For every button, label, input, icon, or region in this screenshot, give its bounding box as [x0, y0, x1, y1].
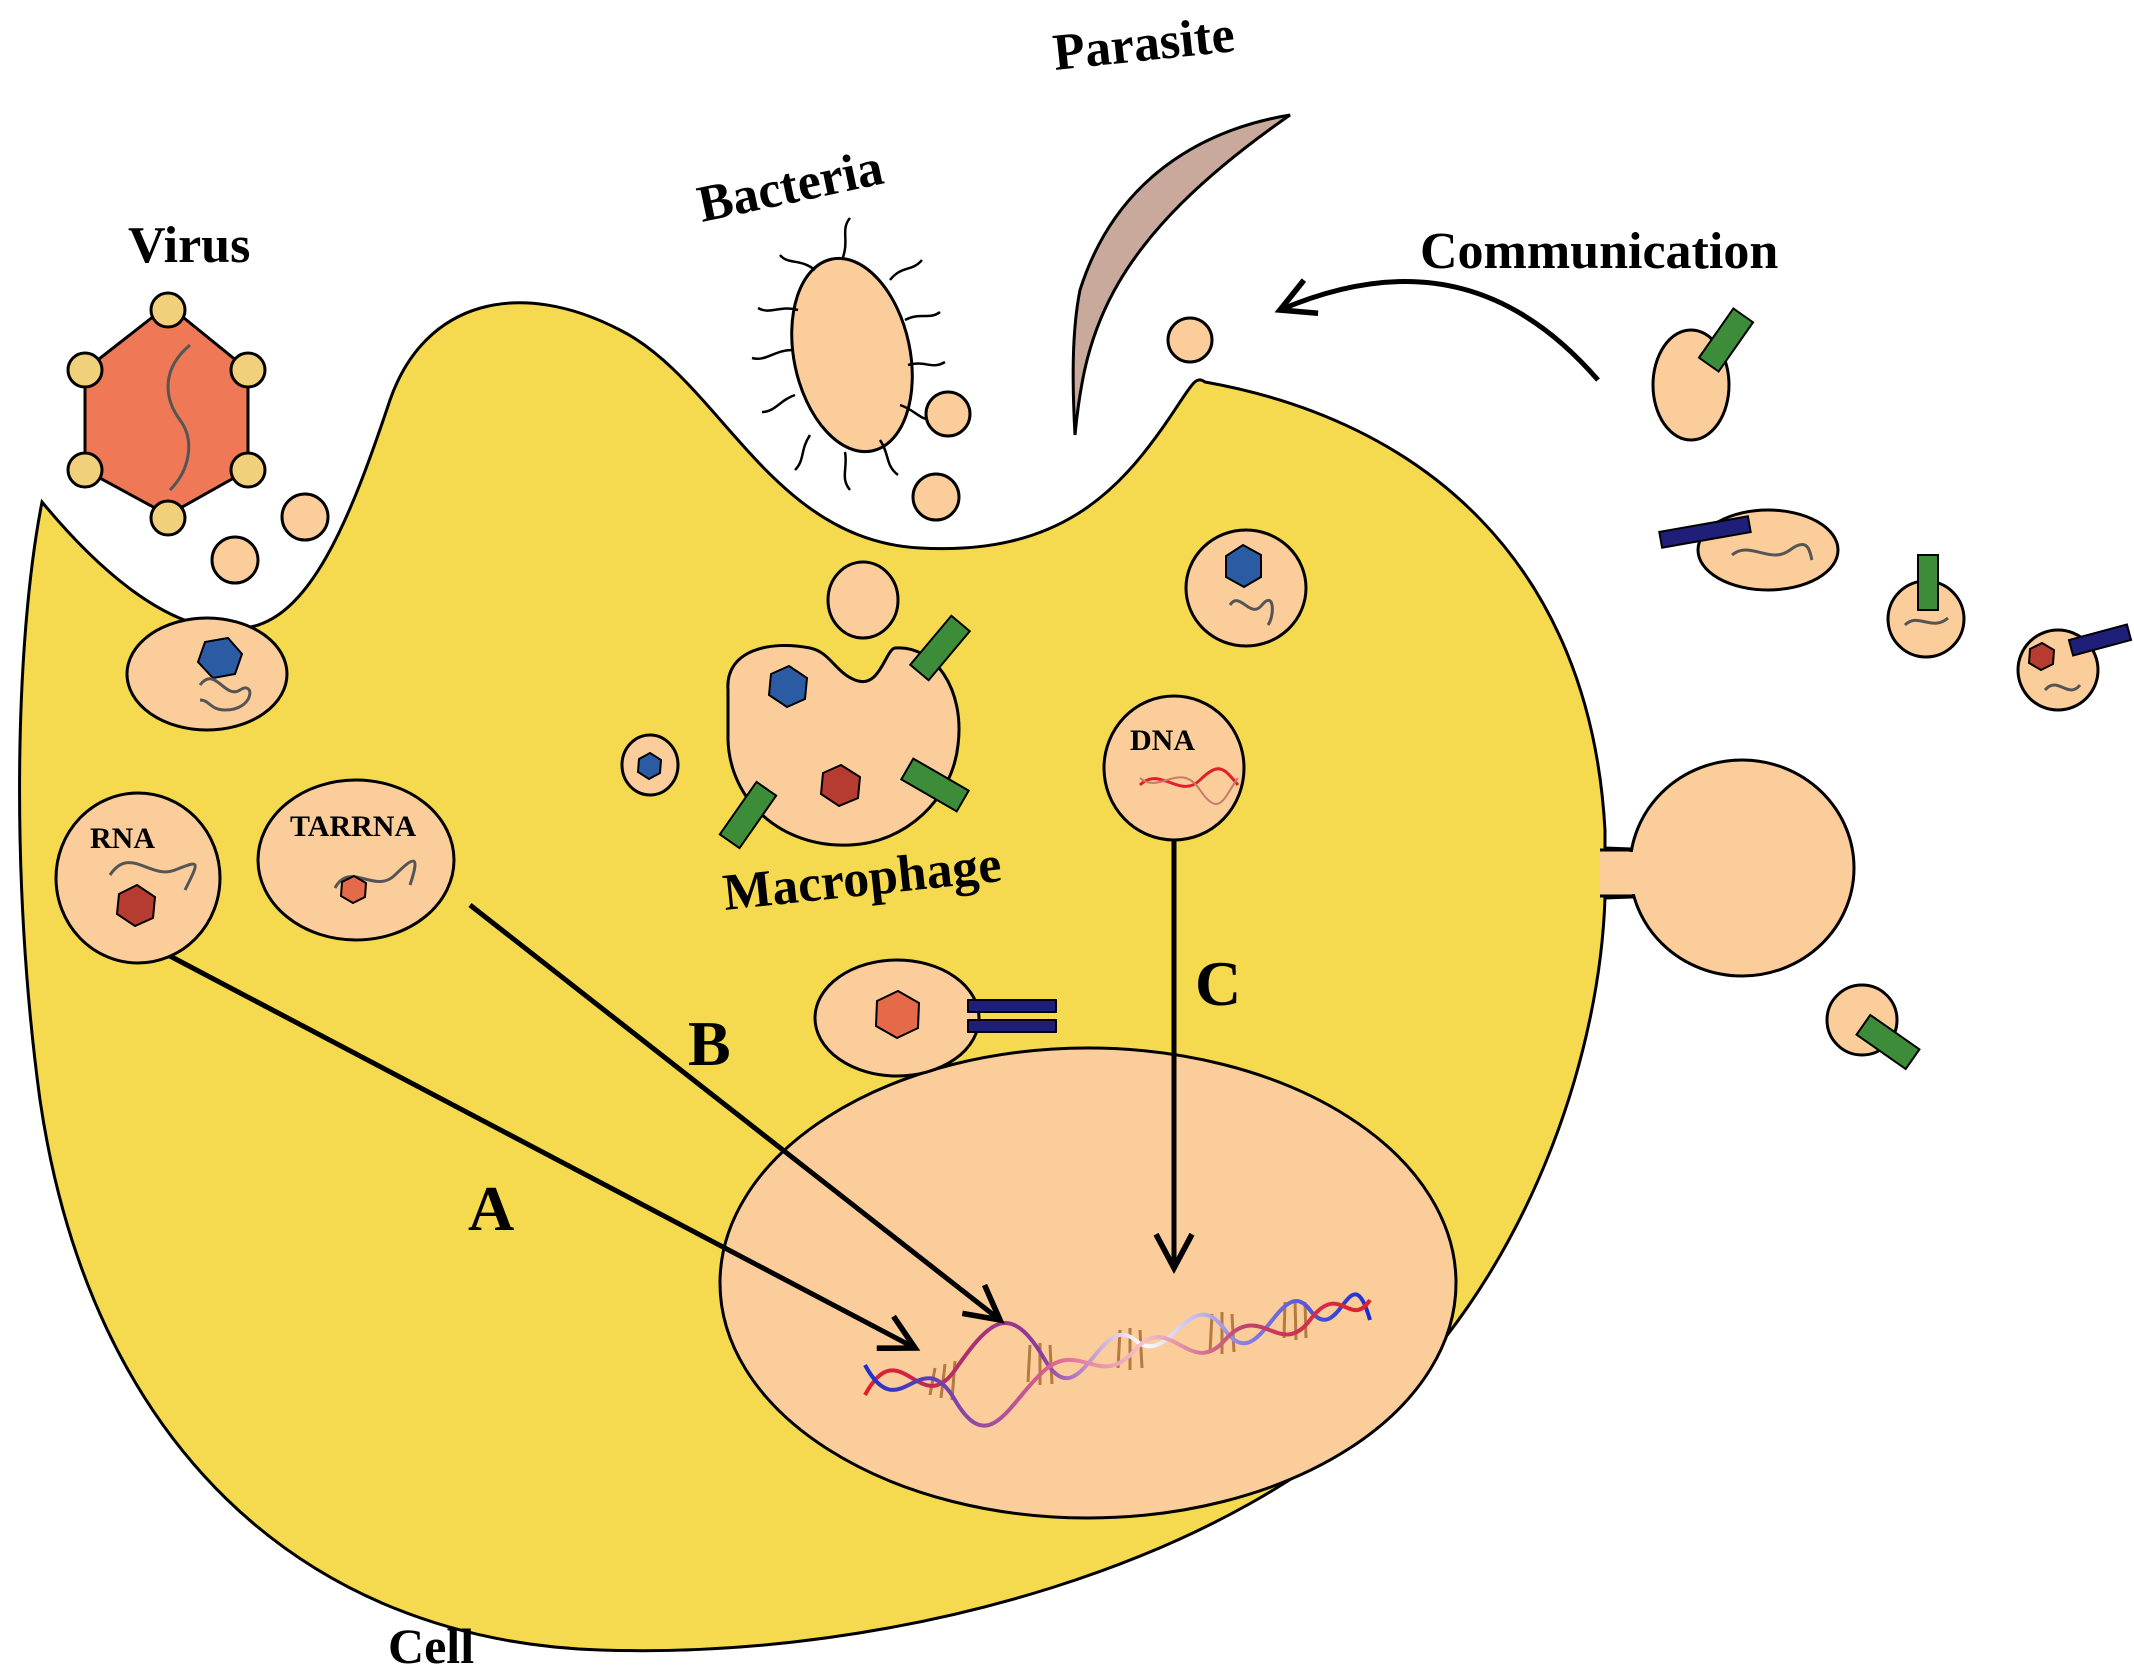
extracellular-vesicle: [924, 390, 972, 438]
exosome-red-navy: [2016, 623, 2133, 712]
bacteria-label: Bacteria: [693, 139, 888, 234]
nucleus: [718, 1046, 1458, 1520]
virus-node-icon: [66, 451, 104, 489]
small-vesicle: [620, 733, 680, 797]
parasite: [1071, 113, 1291, 436]
virus-node-icon: [229, 351, 267, 389]
extracellular-vesicle: [280, 492, 330, 542]
virus-node-icon: [149, 499, 187, 537]
label-path-c: C: [1195, 948, 1241, 1019]
extracellular-vesicle: [210, 535, 260, 585]
engulfed-particle: [826, 560, 900, 640]
arrow-b: [468, 903, 1005, 1324]
communication-label: Communication: [1420, 223, 1778, 280]
vesicle-antigen: [813, 958, 1057, 1078]
dna-helix: [863, 1292, 1372, 1428]
vesicle-blue-upper-right: [1184, 528, 1308, 648]
label-path-a: A: [468, 1173, 514, 1244]
navy-receptor-icon: [2067, 623, 2133, 657]
parasite-label: Parasite: [1050, 6, 1237, 82]
navy-receptor-icon: [967, 999, 1057, 1013]
exosome-green-receptor: [1651, 307, 1755, 442]
vesicle-virus-uptake: [125, 616, 289, 732]
exosome-navy-receptor: [1658, 508, 1840, 592]
macrophage: [718, 560, 972, 850]
tarrna-vesicle: TARRNA: [256, 778, 456, 942]
blue-hexagon-icon: [1225, 543, 1262, 589]
extracellular-vesicle: [1166, 316, 1214, 364]
dna-label: DNA: [1130, 724, 1195, 757]
cell-label: Cell: [388, 1618, 474, 1671]
red-hexagon-icon: [115, 883, 157, 928]
green-receptor-icon: [1917, 554, 1939, 611]
bacteria: [751, 217, 946, 491]
virus-label: Virus: [128, 217, 250, 274]
green-receptor-icon: [908, 614, 972, 682]
red-hexagon-icon: [2027, 641, 2056, 672]
rna-vesicle: RNA: [54, 791, 222, 965]
virus-node-icon: [66, 351, 104, 389]
virus-node-icon: [149, 291, 187, 329]
dna-vesicle: DNA: [1102, 694, 1246, 842]
green-receptor-icon: [1697, 307, 1755, 373]
arrow-a: [166, 952, 921, 1352]
communication-arrow: [1274, 278, 1600, 382]
extracellular-vesicle: [911, 472, 961, 522]
green-receptor-icon: [718, 780, 778, 850]
green-receptor-icon: [1855, 1013, 1921, 1071]
orange-hexagon-icon: [339, 874, 368, 905]
red-hexagon-icon: [819, 763, 862, 808]
exosome-small-green: [1886, 554, 1966, 659]
virus-node-icon: [229, 451, 267, 489]
navy-receptor-icon: [1658, 515, 1752, 549]
rna-label: RNA: [90, 822, 155, 855]
navy-receptor-icon: [967, 1019, 1057, 1033]
exosome-lower-green: [1825, 983, 1921, 1071]
orange-hexagon-icon: [874, 989, 921, 1040]
label-path-b: B: [688, 1008, 731, 1079]
blue-hexagon-icon: [767, 664, 809, 709]
tarrna-label: TARRNA: [290, 810, 416, 843]
green-receptor-icon: [899, 757, 971, 813]
virus: [66, 291, 267, 537]
